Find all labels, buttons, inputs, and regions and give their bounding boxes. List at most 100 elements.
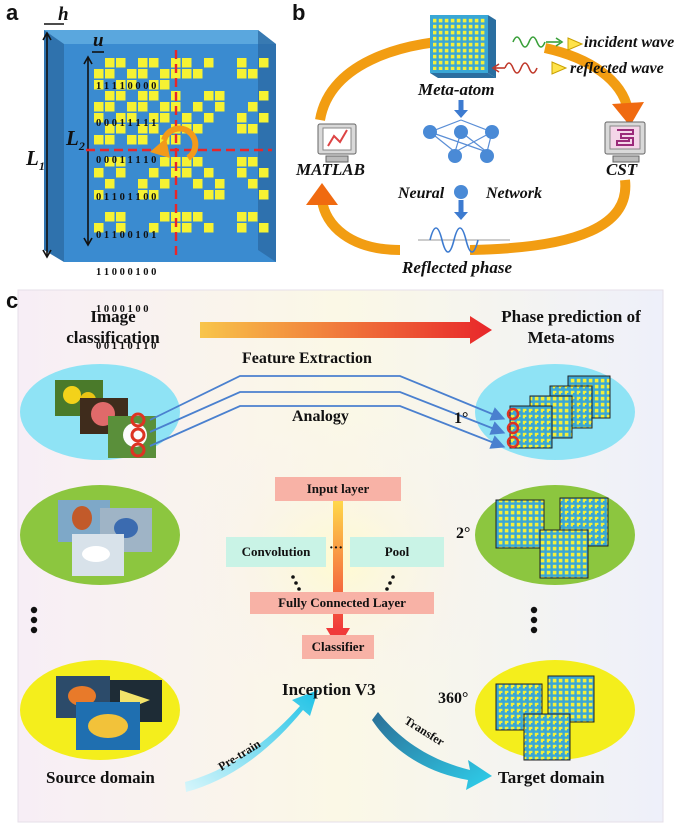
meta-atom-pixel (116, 113, 126, 123)
meta-atom-pixel (149, 223, 159, 233)
transfer-arrow (372, 712, 492, 790)
label-ellipsis: ··· (329, 541, 344, 556)
meta-atom-pixel (171, 223, 181, 233)
box-fully-connected: Fully Connected Layer (250, 592, 434, 614)
meta-atom-pixel (94, 190, 104, 200)
meta-atom-pixel (138, 69, 148, 79)
meta-atom-pixel (138, 91, 148, 101)
label-reflected-wave: reflected wave (570, 60, 664, 77)
meta-atom-pixel (248, 179, 258, 189)
bit-row: 1 1 1 1 0 0 0 0 (96, 80, 157, 92)
meta-atom-pixel (160, 212, 170, 222)
meta-atom-pixel (259, 190, 269, 200)
label-2-degree: 2° (456, 525, 471, 542)
meta-atom-pixel (116, 157, 126, 167)
meta-atom-pixel (171, 69, 181, 79)
label-image-classification: Image classification (66, 307, 160, 347)
meta-atom-pixel (237, 113, 247, 123)
meta-atom-pixel (138, 124, 148, 134)
meta-atom-pixel (116, 212, 126, 222)
rotation-arrow (150, 125, 199, 161)
meta-atom-pixel (171, 58, 181, 68)
meta-atom-pixel (182, 69, 192, 79)
meta-atom-pixel (149, 168, 159, 178)
label-analogy: Analogy (292, 408, 349, 425)
meta-atom-pixel-grid (94, 58, 269, 233)
meta-atom-pixel (105, 135, 115, 145)
meta-atom-pixel (149, 124, 159, 134)
vertical-ellipsis-dots (30, 606, 538, 634)
label-u: u (93, 30, 104, 51)
meta-atom-pixel (138, 179, 148, 189)
meta-atom-pixel (237, 124, 247, 134)
arrowhead-marks (551, 37, 584, 75)
meta-atom-pixel (259, 58, 269, 68)
meta-atom-pixel (149, 58, 159, 68)
meta-atom-pixel (193, 69, 203, 79)
meta-atom-pixel (237, 212, 247, 222)
meta-atom-pixel (237, 168, 247, 178)
neural-network-icon (423, 100, 499, 220)
meta-atom-pixel (116, 168, 126, 178)
label-meta-atom: Meta-atom (418, 80, 495, 99)
meta-atom-pixel (204, 58, 214, 68)
meta-atom-pixel (248, 212, 258, 222)
label-reflected-phase: Reflected phase (402, 258, 512, 277)
panel-label-a: a (6, 0, 19, 25)
box-classifier: Classifier (302, 635, 374, 659)
meta-tiles-1deg (506, 375, 611, 449)
meta-atom-pixel (116, 124, 126, 134)
meta-atom-pixel (94, 168, 104, 178)
bit-row: 1 1 0 0 0 1 0 0 (96, 266, 157, 278)
meta-atom-pixel (127, 113, 137, 123)
meta-atom-pixel (116, 80, 126, 90)
meta-tiles-2deg (495, 497, 609, 579)
bit-row: 0 0 1 1 0 1 1 0 (96, 341, 157, 353)
label-matlab: MATLAB (296, 160, 365, 179)
meta-atom-pixel (248, 157, 258, 167)
meta-atom-pixel (105, 91, 115, 101)
bit-row: 0 0 0 1 1 1 1 1 (96, 118, 157, 130)
meta-atom-pixel (171, 157, 181, 167)
meta-atom-pixel (237, 157, 247, 167)
meta-atom-pixel (160, 69, 170, 79)
label-L1: L1 (26, 146, 45, 174)
meta-atom-pixel (94, 223, 104, 233)
meta-atom-pixel (138, 102, 148, 112)
waves (491, 36, 564, 74)
meta-atom-pixel (160, 157, 170, 167)
label-source-domain: Source domain (46, 768, 155, 787)
meta-atom-pixel (94, 80, 104, 90)
bit-row: 0 1 1 0 0 1 0 1 (96, 229, 157, 241)
label-inception-v3: Inception V3 (282, 680, 376, 699)
meta-atom-pixel (204, 168, 214, 178)
label-1-degree: 1° (454, 410, 469, 427)
symmetry-axes (86, 50, 272, 256)
meta-atom-pixel (215, 190, 225, 200)
meta-atom-pixel (116, 91, 126, 101)
flower-images (55, 380, 156, 458)
meta-atom-pixel (149, 80, 159, 90)
meta-atom-pixel (149, 91, 159, 101)
meta-atom-pixel (204, 113, 214, 123)
meta-atom-pixel (138, 58, 148, 68)
meta-atom-pixel (259, 91, 269, 101)
binary-code-matrix: 1 1 1 1 0 0 0 0 0 0 0 1 1 1 1 1 0 0 0 1 … (96, 56, 156, 366)
meta-atom-pixel (259, 223, 269, 233)
meta-atom-pixel (182, 113, 192, 123)
bird-images (58, 500, 152, 576)
meta-atom-pixel (204, 91, 214, 101)
label-phase-prediction: Phase prediction of Meta-atoms (501, 307, 641, 347)
label-360-degree: 360° (438, 690, 469, 707)
reflected-phase-wave (418, 227, 510, 253)
meta-atom-pixel (105, 69, 115, 79)
panel-label-c: c (6, 288, 19, 313)
meta-atom-pixel (193, 212, 203, 222)
label-incident-wave: incident wave (584, 34, 675, 51)
meta-atom-pixel (259, 168, 269, 178)
meta-atom-pixel (94, 69, 104, 79)
meta-atom-pixel (182, 168, 192, 178)
meta-atom-pixel (204, 190, 214, 200)
meta-atom-pixel (116, 223, 126, 233)
